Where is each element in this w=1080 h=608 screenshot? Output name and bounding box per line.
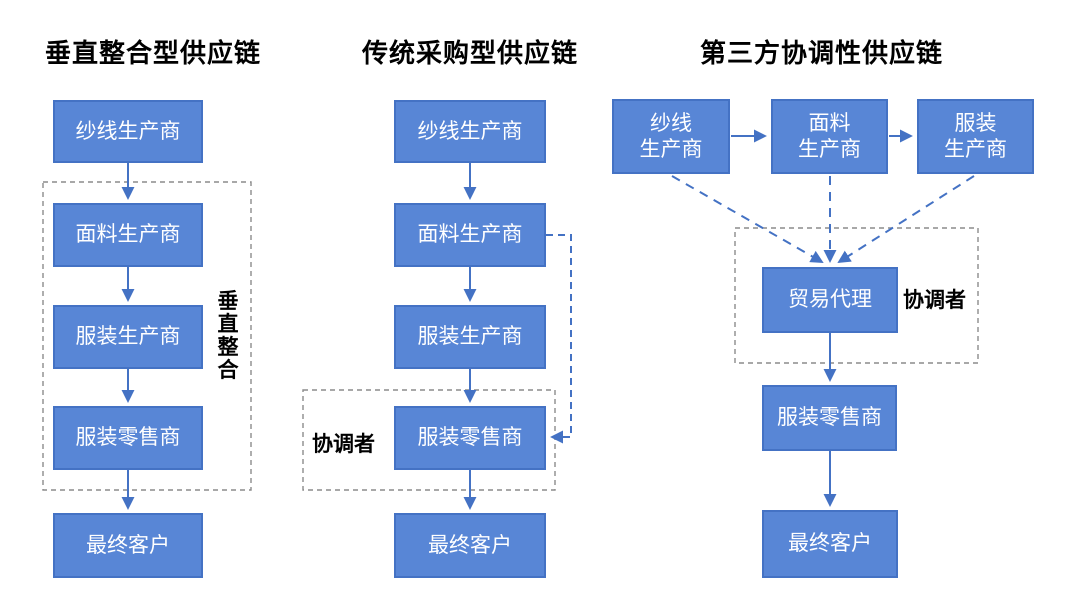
chain2-frame-label-coordinator: 协调者 bbox=[312, 433, 375, 456]
chain3-box-trade-agent: 贸易代理 bbox=[762, 267, 898, 333]
chain3-box-yarn-producer: 纱线 生产商 bbox=[612, 99, 730, 174]
chain2-box-final-customer: 最终客户 bbox=[394, 513, 546, 578]
chain3-box-garment-retailer: 服装零售商 bbox=[762, 385, 897, 451]
chain1-box-fabric-producer: 面料生产商 bbox=[53, 203, 203, 267]
chain1-title: 垂直整合型供应链 bbox=[45, 38, 262, 68]
chain3-frame-label-coordinator: 协调者 bbox=[903, 289, 966, 312]
chain2-box-fabric-producer: 面料生产商 bbox=[394, 203, 546, 267]
chain2-dashed-fabric-to-retailer-connector bbox=[546, 234, 572, 444]
chain1-box-garment-retailer: 服装零售商 bbox=[53, 406, 203, 470]
chain3-dashed-yarn-to-agent bbox=[671, 175, 824, 263]
chain2-title: 传统采购型供应链 bbox=[362, 38, 579, 68]
chain1-integration-frame bbox=[42, 181, 252, 491]
chain3-box-fabric-producer: 面料 生产商 bbox=[771, 99, 888, 174]
chain2-box-garment-producer: 服装生产商 bbox=[394, 305, 546, 369]
chain3-box-garment-producer: 服装 生产商 bbox=[917, 99, 1034, 174]
chain1-box-yarn-producer: 纱线生产商 bbox=[53, 100, 203, 163]
chain3-title: 第三方协调性供应链 bbox=[700, 38, 944, 68]
chain3-dashed-garment-to-agent bbox=[837, 175, 975, 264]
chain2-box-garment-retailer: 服装零售商 bbox=[394, 406, 546, 470]
chain1-box-garment-producer: 服装生产商 bbox=[53, 305, 203, 369]
chain2-box-yarn-producer: 纱线生产商 bbox=[394, 100, 546, 163]
chain3-coordinator-frame bbox=[734, 227, 979, 364]
chain1-frame-label-vertical-integration: 垂直整合 bbox=[217, 290, 239, 382]
chain3-box-final-customer: 最终客户 bbox=[762, 510, 898, 578]
chain1-box-final-customer: 最终客户 bbox=[53, 513, 203, 578]
